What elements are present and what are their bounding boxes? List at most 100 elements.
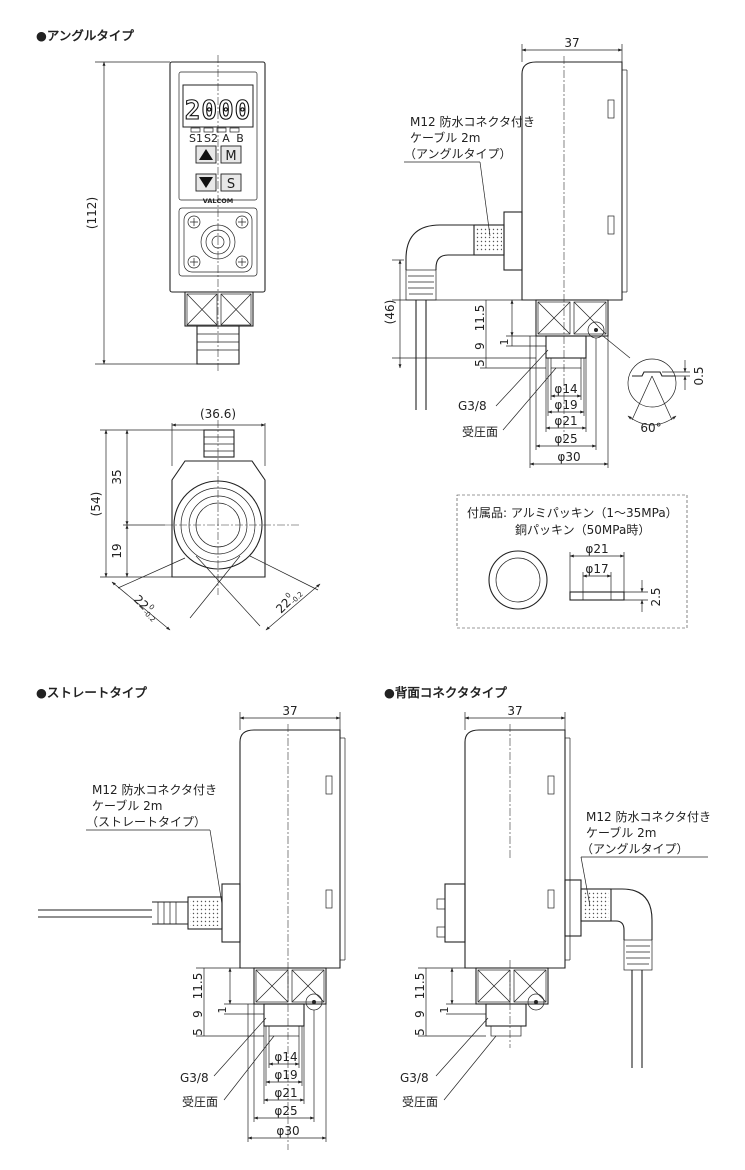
- led-label-s1: S1: [189, 132, 203, 145]
- bottom-view: (36.6) 35 19 (54) 22 0 -0.2 22 0 -0.2: [89, 407, 321, 631]
- section-title-angle: ●アングルタイプ: [36, 28, 134, 43]
- rear-plug-body: [580, 888, 612, 922]
- accessory-frame: [456, 494, 688, 629]
- straight-phi14: φ14: [274, 1050, 297, 1064]
- straight-body-outline: [239, 729, 341, 969]
- svg-text:-0.2: -0.2: [289, 590, 304, 605]
- accessory-box: 付属品: アルミパッキン（1～35MPa） 銅パッキン（50MPa時） φ21 …: [456, 494, 688, 629]
- straight-phi21: φ21: [274, 1086, 297, 1100]
- gasket-top-view: [488, 550, 548, 610]
- straight-cable-label-2: ケーブル 2m: [92, 798, 162, 813]
- rear-dim-9: 9: [413, 1010, 427, 1018]
- dim-phi21: φ21: [554, 414, 577, 428]
- s-button[interactable]: [220, 173, 242, 192]
- bottom-outline: [171, 460, 266, 578]
- side-view-rear: 37 M12 防水コネクタ付き ケーブル 2m （アングルタイプ） 11.5 9…: [400, 704, 711, 1109]
- led-label-b: B: [236, 132, 244, 145]
- rear-dim-1: 1: [438, 1007, 451, 1014]
- rear-cable-label-1: M12 防水コネクタ付き: [586, 809, 711, 824]
- svg-text:-0.2: -0.2: [141, 608, 156, 623]
- detail-dim-0-5: 0.5: [692, 366, 706, 385]
- dim-54: (54): [89, 492, 103, 517]
- left-hex-dimension: 22 0 -0.2: [131, 592, 157, 624]
- dim-19: 19: [110, 543, 124, 558]
- rear-thread-label: G3/8: [400, 1071, 429, 1085]
- cable-label-3: （アングルタイプ）: [404, 147, 512, 161]
- svg-text:0: 0: [147, 603, 156, 612]
- straight-phi19: φ19: [274, 1068, 297, 1082]
- m-button[interactable]: [220, 145, 242, 164]
- dim-35: 35: [110, 469, 124, 484]
- section-title-rear: ●背面コネクタタイプ: [384, 685, 507, 700]
- accessory-line-1: 付属品: アルミパッキン（1～35MPa）: [467, 506, 678, 520]
- gasket-phi17: φ17: [585, 562, 608, 576]
- rear-body-outline: [464, 729, 566, 969]
- screw-heads: [187, 215, 249, 269]
- rear-cable-label-3: （アングルタイプ）: [581, 842, 689, 856]
- height-dimension: (112): [85, 197, 99, 229]
- gasket-section-view: [569, 591, 625, 601]
- accessory-line-2: 銅パッキン（50MPa時）: [515, 523, 650, 537]
- cable-label-2: ケーブル 2m: [410, 130, 480, 145]
- pressure-surface-label: 受圧面: [462, 425, 498, 439]
- straight-dim-9: 9: [191, 1010, 205, 1018]
- straight-surface-label: 受圧面: [182, 1095, 218, 1109]
- display-readout: 2000: [185, 96, 252, 126]
- bottom-width-dimension: (36.6): [200, 407, 236, 421]
- dim-11-5: 11.5: [473, 305, 487, 332]
- svg-text:0: 0: [284, 591, 293, 600]
- rear-surface-label: 受圧面: [402, 1095, 438, 1109]
- dim-5: 5: [473, 359, 487, 367]
- cable-label-1: M12 防水コネクタ付き: [410, 114, 535, 129]
- dim-46: (46): [383, 300, 397, 325]
- detail-circle: [627, 358, 677, 408]
- right-hex-dimension-line: [265, 583, 321, 631]
- straight-phi25: φ25: [274, 1104, 297, 1118]
- rear-dim-5: 5: [413, 1028, 427, 1036]
- side-width-dimension: 37: [564, 36, 579, 50]
- right-hex-dimension: 22 0 -0.2: [273, 590, 305, 616]
- straight-width-dimension: 37: [282, 704, 297, 718]
- dim-phi14: φ14: [554, 382, 577, 396]
- straight-plug-body: [187, 896, 223, 930]
- left-hex-dimension-line: [111, 581, 171, 631]
- dim-phi30: φ30: [557, 450, 580, 464]
- side-body-outline: [521, 61, 623, 301]
- straight-phi30: φ30: [276, 1124, 299, 1138]
- dim-9: 9: [473, 342, 487, 350]
- connector-stub: [203, 429, 235, 458]
- front-view: 2000 S1 S2 A B M S VALCOM (112): [85, 55, 266, 372]
- gasket-thickness: 2.5: [649, 587, 663, 606]
- straight-dim-1: 1: [216, 1007, 229, 1014]
- rear-dim-11-5: 11.5: [413, 973, 427, 1000]
- led-row: [190, 127, 240, 133]
- section-title-straight: ●ストレートタイプ: [36, 685, 147, 700]
- dim-1: 1: [498, 339, 511, 346]
- led-label-s2: S2: [204, 132, 218, 145]
- up-arrow-icon: [199, 149, 213, 160]
- rear-cable-label-2: ケーブル 2m: [586, 825, 656, 840]
- s-button-label: S: [227, 177, 235, 192]
- side-view-straight: 37 M12 防水コネクタ付き ケーブル 2m （ストレートタイプ） 11.5 …: [38, 704, 346, 1150]
- dim-phi25: φ25: [554, 432, 577, 446]
- down-arrow-icon: [199, 177, 213, 188]
- rear-mount-bracket: [444, 883, 466, 943]
- display-window: [182, 84, 254, 128]
- side-view-angle: 37 M12 防水コネクタ付き ケーブル 2m （アングルタイプ） (46) 1…: [383, 36, 628, 468]
- detail-view: 60° 0.5: [602, 335, 706, 435]
- led-label-a: A: [222, 132, 230, 145]
- dim-phi19: φ19: [554, 398, 577, 412]
- straight-thread-label: G3/8: [180, 1071, 209, 1085]
- thread-label: G3/8: [458, 399, 487, 413]
- rear-width-dimension: 37: [507, 704, 522, 718]
- straight-cable-label-1: M12 防水コネクタ付き: [92, 782, 217, 797]
- gasket-phi21: φ21: [585, 542, 608, 556]
- m-button-label: M: [225, 149, 236, 164]
- straight-dim-5: 5: [191, 1028, 205, 1036]
- angle-plug-body: [473, 224, 505, 256]
- straight-dim-11-5: 11.5: [191, 973, 205, 1000]
- connector-housing: [503, 211, 523, 271]
- straight-cable-label-3: （ストレートタイプ）: [86, 815, 206, 829]
- detail-angle-label: 60°: [640, 421, 661, 435]
